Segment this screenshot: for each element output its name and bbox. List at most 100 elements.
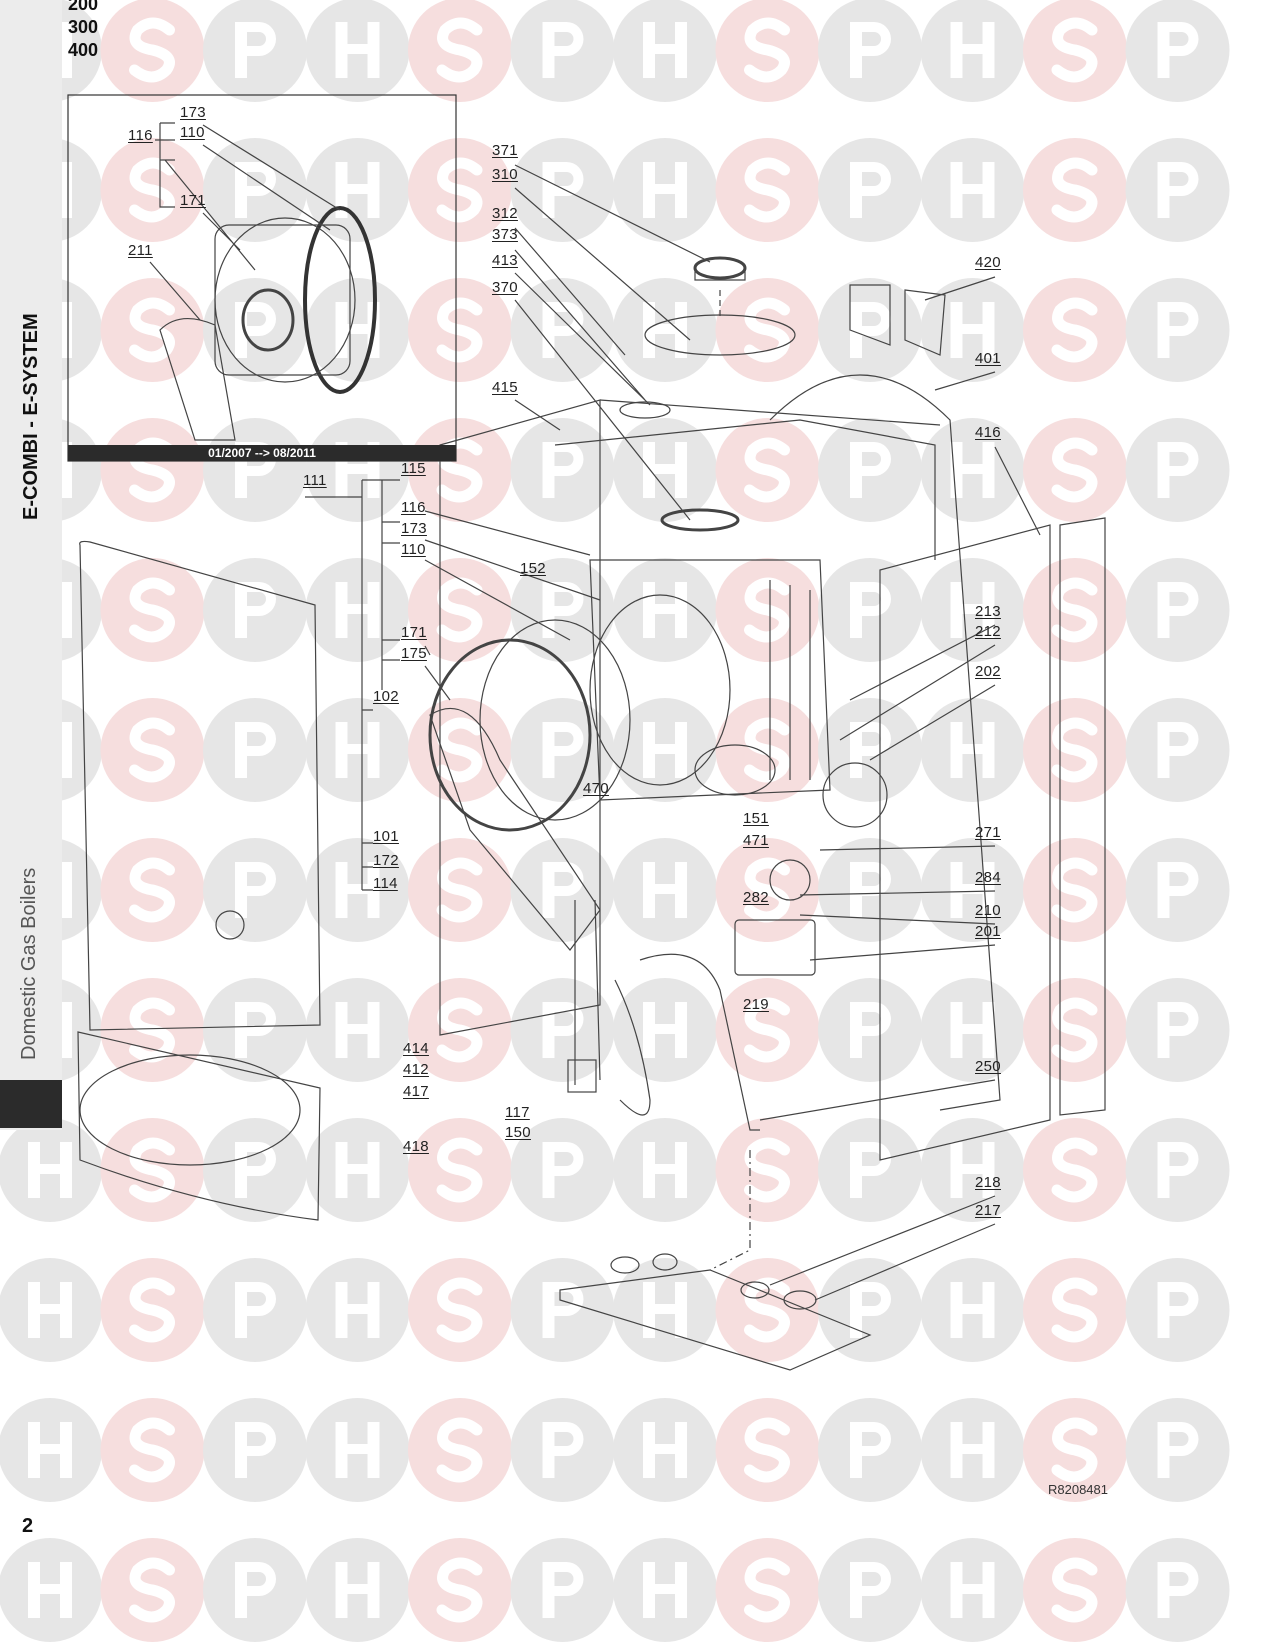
main-part-label-415: 415 — [492, 379, 518, 396]
main-part-label-401: 401 — [975, 350, 1001, 367]
watermark-p-badge — [1125, 1258, 1230, 1362]
inset-part-label-116: 116 — [128, 127, 153, 144]
watermark-s-badge — [100, 1538, 205, 1642]
watermark-h-badge — [305, 558, 410, 662]
main-part-label-173: 173 — [401, 520, 427, 537]
watermark-h-badge — [305, 1118, 410, 1222]
watermark-s-badge — [715, 1398, 820, 1502]
watermark-p-badge — [818, 278, 922, 382]
watermark-s-badge — [1023, 838, 1127, 942]
main-part-label-416: 416 — [975, 424, 1001, 441]
watermark-p-badge — [818, 0, 922, 102]
watermark-s-badge — [1023, 1258, 1127, 1362]
main-part-label-284: 284 — [975, 869, 1001, 886]
watermark-p-badge — [203, 558, 307, 662]
watermark-s-badge — [1023, 1398, 1127, 1502]
watermark-p-badge — [1125, 978, 1230, 1082]
watermark-p-badge — [203, 838, 307, 942]
watermark-s-badge — [100, 838, 205, 942]
watermark-p-badge — [510, 558, 615, 662]
watermark-p-badge — [1125, 138, 1230, 242]
series-300: 300 — [68, 17, 99, 37]
inset-part-label-173: 173 — [180, 104, 206, 121]
watermark-s-badge — [408, 1398, 512, 1502]
watermark-s-badge — [715, 278, 820, 382]
watermark-p-badge — [203, 978, 307, 1082]
page-number: 2 — [22, 1515, 34, 1537]
main-part-label-101: 101 — [373, 828, 399, 845]
watermark-s-badge — [715, 0, 820, 102]
watermark-s-badge — [408, 978, 512, 1082]
watermark-p-badge — [510, 0, 615, 102]
watermark-p-badge — [510, 978, 615, 1082]
main-part-label-151: 151 — [743, 810, 769, 827]
watermark-p-badge — [510, 838, 615, 942]
watermark-s-badge — [408, 1538, 512, 1642]
watermark-h-badge — [305, 1398, 410, 1502]
main-part-label-117: 117 — [505, 1104, 530, 1121]
watermark-s-badge — [408, 698, 512, 802]
watermark-h-badge — [0, 1118, 102, 1222]
watermark-s-badge — [100, 0, 205, 102]
watermark-p-badge — [1125, 838, 1230, 942]
watermark-h-badge — [305, 0, 410, 102]
watermark-h-badge — [920, 0, 1025, 102]
series-400: 400 — [68, 40, 99, 60]
watermark-p-badge — [203, 278, 307, 382]
main-part-label-150: 150 — [505, 1124, 531, 1141]
watermark-h-badge — [920, 1398, 1025, 1502]
watermark-h-badge — [920, 978, 1025, 1082]
inset-date-range: 01/2007 --> 08/2011 — [68, 445, 456, 461]
inset-part-label-110: 110 — [180, 124, 205, 141]
bottom-manifold — [559, 1150, 872, 1371]
main-part-label-371: 371 — [492, 142, 518, 159]
main-part-label-218: 218 — [975, 1174, 1001, 1191]
main-part-label-110: 110 — [401, 541, 426, 558]
watermark-p-badge — [203, 1258, 307, 1362]
main-part-label-217: 217 — [975, 1202, 1001, 1219]
main-part-label-114: 114 — [373, 875, 398, 892]
watermark-h-badge — [920, 558, 1025, 662]
side-strip — [0, 0, 62, 1130]
main-part-label-213: 213 — [975, 603, 1001, 620]
watermark-h-badge — [613, 1258, 717, 1362]
watermark-h-badge — [305, 1258, 410, 1362]
watermark-p-badge — [1125, 1398, 1230, 1502]
main-part-label-373: 373 — [492, 226, 518, 243]
watermark-s-badge — [408, 0, 512, 102]
watermark-p-badge — [203, 1118, 307, 1222]
main-part-label-212: 212 — [975, 623, 1001, 640]
watermark-s-badge — [715, 1538, 820, 1642]
watermark-s-badge — [715, 978, 820, 1082]
watermark-p-badge — [510, 418, 615, 522]
watermark-p-badge — [510, 1258, 615, 1362]
watermark-s-badge — [715, 418, 820, 522]
watermark-s-badge — [715, 1118, 820, 1222]
watermark-s-badge — [408, 1118, 512, 1222]
series-200: 200 — [68, 0, 99, 14]
watermark-p-badge — [203, 138, 307, 242]
watermark-p-badge — [510, 1118, 615, 1222]
main-part-label-202: 202 — [975, 663, 1001, 680]
watermark-h-badge — [613, 138, 717, 242]
inset-part-label-211: 211 — [128, 242, 153, 259]
watermark-s-badge — [100, 138, 205, 242]
watermark-s-badge — [100, 1398, 205, 1502]
watermark-p-badge — [818, 1538, 922, 1642]
watermark-s-badge — [1023, 698, 1127, 802]
watermark-p-badge — [818, 1118, 922, 1222]
watermark-s-badge — [100, 418, 205, 522]
watermark-h-badge — [613, 698, 717, 802]
watermark-s-badge — [715, 1258, 820, 1362]
watermark-s-badge — [408, 1258, 512, 1362]
watermark-s-badge — [100, 698, 205, 802]
watermark-s-badge — [100, 1258, 205, 1362]
watermark-s-badge — [1023, 138, 1127, 242]
watermark-s-badge — [715, 838, 820, 942]
watermark-s-badge — [715, 698, 820, 802]
main-part-label-418: 418 — [403, 1138, 429, 1155]
watermark-p-badge — [1125, 418, 1230, 522]
main-part-label-201: 201 — [975, 923, 1001, 940]
